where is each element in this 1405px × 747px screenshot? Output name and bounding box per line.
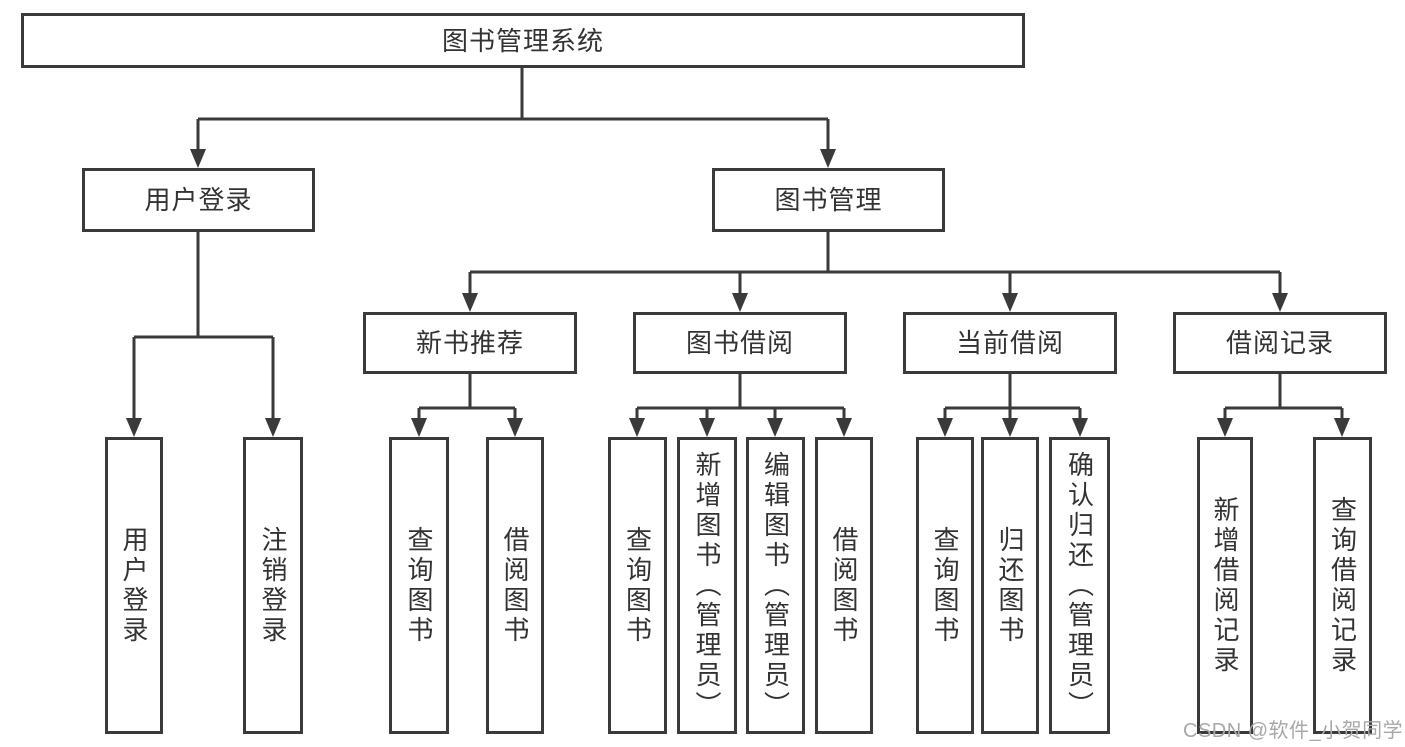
- connector-book-management-branch: [462, 232, 1288, 312]
- node-label: 查询借阅记录: [1327, 495, 1358, 676]
- leaf-logout: 注销登录: [243, 437, 303, 734]
- connector-new-book-branch: [411, 374, 523, 437]
- node-label: 借阅记录: [1225, 328, 1334, 358]
- leaf-borrow-books: 借阅图书: [815, 437, 873, 734]
- leaf-current-query-books: 查询图书: [916, 437, 974, 734]
- node-label: 用户登录: [119, 525, 149, 646]
- node-label: 用户登录: [144, 185, 253, 215]
- leaf-edit-books-admin: 编辑图书（管理员）: [746, 437, 805, 734]
- node-label: 编辑图书（管理员）: [760, 450, 791, 721]
- leaf-newbook-query-books: 查询图书: [389, 437, 449, 734]
- node-book-borrowing: 图书借阅: [633, 312, 847, 374]
- node-book-management: 图书管理: [712, 168, 945, 232]
- connector-root-branch: [190, 68, 836, 168]
- leaf-user-login: 用户登录: [105, 437, 163, 734]
- leaf-borrow-query-books: 查询图书: [608, 437, 667, 734]
- connector-user-login-branch: [126, 232, 281, 437]
- node-label: 新增借阅记录: [1210, 495, 1240, 676]
- node-label: 当前借阅: [955, 328, 1064, 358]
- connector-borrow-records-branch: [1217, 374, 1350, 437]
- node-user-login: 用户登录: [82, 168, 315, 232]
- node-label: 确认归还（管理员）: [1064, 450, 1095, 721]
- node-current-borrowing: 当前借阅: [903, 312, 1117, 374]
- node-label: 查询图书: [622, 525, 653, 646]
- node-label: 图书管理: [774, 185, 883, 215]
- node-borrow-records: 借阅记录: [1173, 312, 1387, 374]
- node-label: 图书管理系统: [441, 25, 604, 56]
- node-label: 查询图书: [930, 525, 960, 646]
- node-label: 借阅图书: [829, 525, 859, 646]
- leaf-add-books-admin: 新增图书（管理员）: [677, 437, 737, 734]
- leaf-query-borrow-record: 查询借阅记录: [1313, 437, 1372, 734]
- leaf-confirm-return-admin: 确认归还（管理员）: [1049, 437, 1110, 734]
- node-label: 新书推荐: [415, 328, 524, 358]
- node-label: 借阅图书: [500, 525, 530, 646]
- node-label: 归还图书: [995, 525, 1025, 646]
- connector-book-borrow-branch: [629, 374, 852, 437]
- node-label: 查询图书: [404, 525, 434, 646]
- csdn-watermark: CSDN @软件_小贺同学: [1183, 720, 1404, 742]
- connector-current-borrow-branch: [937, 374, 1088, 437]
- node-label: 注销登录: [258, 525, 288, 646]
- leaf-newbook-borrow-books: 借阅图书: [486, 437, 544, 734]
- leaf-return-books: 归还图书: [981, 437, 1039, 734]
- node-label: 图书借阅: [685, 328, 794, 358]
- node-new-book-recommend: 新书推荐: [363, 312, 577, 374]
- node-label: 新增图书（管理员）: [692, 450, 722, 721]
- node-library-management-system: 图书管理系统: [21, 13, 1025, 68]
- leaf-add-borrow-record: 新增借阅记录: [1197, 437, 1253, 734]
